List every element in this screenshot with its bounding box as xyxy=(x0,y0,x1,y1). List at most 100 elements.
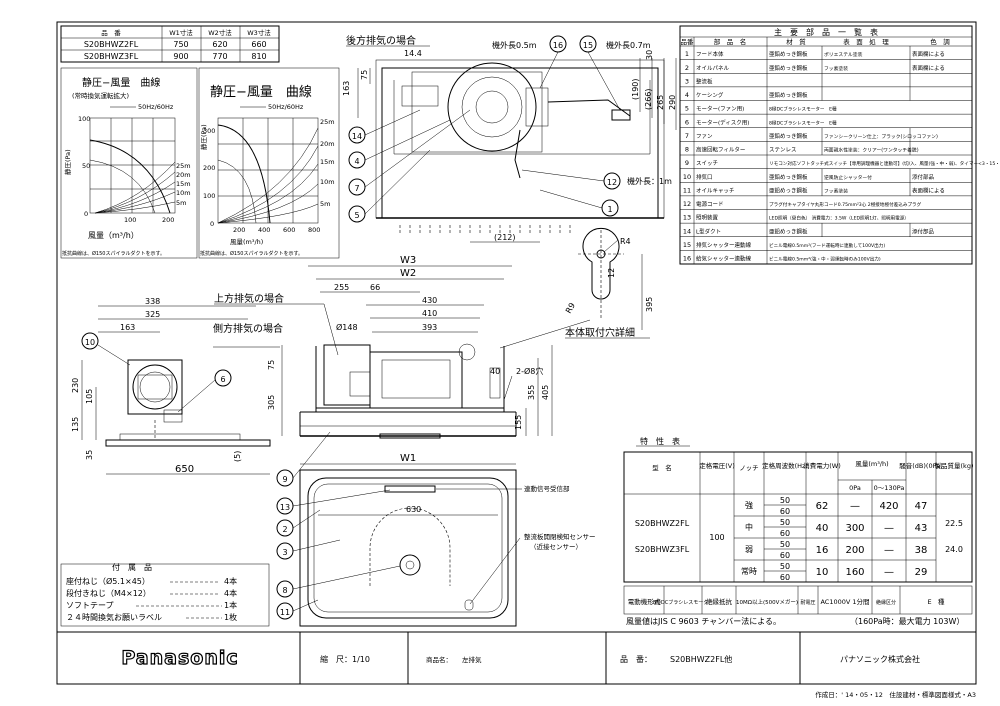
part-number-cell: 7 xyxy=(685,132,689,140)
part-name-cell: オイルキャッチ xyxy=(696,187,735,194)
part-name-cell: ケーシング xyxy=(696,91,724,99)
drawing-label: 200 xyxy=(233,226,245,234)
part-name-cell: 給気シャッター連動線 xyxy=(696,255,752,263)
drawing-label: 2 xyxy=(282,525,287,534)
drawing-label: 900 xyxy=(173,52,188,61)
drawing-label: 絶縁区分 xyxy=(876,599,896,606)
curve-small-ylabel: 静圧(Pa) xyxy=(63,149,72,175)
drawing-label: 3 xyxy=(282,548,287,557)
drawing-label: 800 xyxy=(308,226,320,234)
part-number-cell: 13 xyxy=(683,214,691,222)
drawing-label: 25m xyxy=(176,162,191,170)
part-material-cell: ステンレス xyxy=(769,147,797,154)
part-material-cell: 亜鉛めっき鋼板 xyxy=(769,91,808,99)
drawing-label: 650 xyxy=(175,464,194,475)
part-number-cell: 8 xyxy=(685,146,689,154)
drawing-label: W3 xyxy=(400,255,416,266)
sensor-signal-label: 連動信号受信部 xyxy=(524,484,570,493)
drawing-label: 15m xyxy=(176,180,191,188)
drawing-label: 22.5 xyxy=(945,519,963,528)
drawing-label: 100 xyxy=(124,216,136,224)
cable-12-length: 機外長：1m xyxy=(627,176,672,186)
drawing-label: 6 xyxy=(220,375,225,384)
drawing-label: 40 xyxy=(490,367,500,376)
drawing-label: 縮 尺： xyxy=(320,654,352,664)
drawing-label: 660 xyxy=(251,40,266,49)
spec-table: 特 性 表 型 名 定格電圧(V) ノッチ 定格周波数(Hz) 消費電力(W) … xyxy=(623,436,973,626)
drawing-label: 10MΩ以上(500Vメガー) xyxy=(736,598,798,606)
part-material-cell: プラグ付キャブタイヤ丸形コード0.75mm²3心 2極接地極付差込みプラグ xyxy=(769,201,922,208)
part-material-cell: LED照明（昼白色） 消費電力：3.5W（LED照明1灯、照明用電源） xyxy=(769,215,909,222)
part-number-cell: 15 xyxy=(683,241,691,249)
side-view: 338 325 163 側方排気の場合 230 105 135 35 650 (… xyxy=(71,297,283,475)
freq-60-cell: 60 xyxy=(780,573,790,582)
drawing-label: 座付ねじ（Ø5.1×45） xyxy=(66,576,150,586)
top-exhaust-label: 上方排気の場合 xyxy=(214,292,284,305)
drawing-label: 色 調 xyxy=(930,37,950,46)
part-material-cell: ビニル電線0.5mm²(フード運転時に連動して100V出力) xyxy=(769,242,885,249)
part-name-cell: スイッチ xyxy=(696,160,718,167)
drawing-label: 100 xyxy=(709,533,724,542)
drawing-label: （近接センサー） xyxy=(530,542,582,551)
power-cell: 40 xyxy=(816,523,829,534)
drawing-label: 0 xyxy=(84,210,88,218)
part-material-cell: 亜鉛めっき鋼板 xyxy=(769,186,808,194)
drawing-label: R4 xyxy=(620,237,631,246)
spec-title: 特 性 表 xyxy=(640,436,680,446)
drawing-label: 50 xyxy=(82,162,90,170)
part-number-cell: 5 xyxy=(685,105,689,113)
drawing-label: 15 xyxy=(583,41,593,50)
drawing-label: 4 xyxy=(354,157,359,166)
drawing-label: (266) xyxy=(644,88,653,110)
drawing-label: 10m xyxy=(320,178,335,186)
drawing-label: 1本 xyxy=(224,600,237,610)
part-name-cell: モーター(ファン用) xyxy=(696,105,744,113)
drawing-label: 5 xyxy=(354,211,359,220)
curve-large-title: 静圧−風量 曲線 xyxy=(210,84,312,100)
drawing-label: 段付きねじ（M4×12） xyxy=(66,588,151,598)
drawing-label: 騒音(dB)(0Pa) xyxy=(899,461,942,470)
drawing-label: 200 xyxy=(203,164,215,172)
creation-date: 作成日：' 14・05・12 住設建材・標準図面様式・A3 xyxy=(815,690,976,699)
drawing-label: 風量(m³/h) xyxy=(855,460,888,468)
air-0pa-cell: 160 xyxy=(845,567,864,578)
part-number-cell: 4 xyxy=(685,91,689,99)
freq-60-cell: 60 xyxy=(780,551,790,560)
part-number-cell: 2 xyxy=(685,64,689,72)
drawing-label: W2 xyxy=(400,268,416,279)
part-color-cell: 表面欄による xyxy=(912,64,945,72)
drawing-label: 8極DCブラシレスモーター xyxy=(653,599,713,606)
part-material-cell: 8極DCブラシレスモーター E種 xyxy=(769,106,837,113)
drawing-label: 750 xyxy=(173,40,188,49)
drawing-label: 15m xyxy=(320,158,335,166)
accessories-title: 付 属 品 xyxy=(112,562,152,572)
part-name-cell: 電源コード xyxy=(696,200,724,208)
air-130pa-cell: — xyxy=(884,567,894,578)
freq-60-cell: 60 xyxy=(780,529,790,538)
title-block: Panasonic 縮 尺： 1/10 商品名： 左排気 品 番： S20BHW… xyxy=(121,632,920,684)
cable-16-length: 機外長0.5m xyxy=(492,40,537,50)
model-header-part: 品 番 xyxy=(101,29,121,37)
drawing-label: 0Pa xyxy=(849,484,861,492)
drawing-label: 4本 xyxy=(224,588,237,598)
power-cell: 16 xyxy=(816,545,829,556)
drawing-label: 部 品 名 xyxy=(714,37,747,46)
part-finish-cell: ポリエステル塗装 xyxy=(824,51,863,58)
curve-small-title: 静圧−風量 曲線 xyxy=(82,76,160,89)
notch-cell: 弱 xyxy=(745,545,753,554)
drawing-label: 400 xyxy=(258,226,270,234)
drawing-label: 耐電圧 xyxy=(800,599,815,606)
drawing-label: 66 xyxy=(370,283,380,292)
drawing-label: 290 xyxy=(668,95,677,110)
proximity-sensor-label: 整流板開閉検知センサー xyxy=(524,532,596,541)
noise-cell: 29 xyxy=(915,567,928,578)
drawing-label: 1 xyxy=(607,205,612,214)
part-material-cell: 亜鉛めっき鋼板 xyxy=(769,173,808,181)
drawing-label: 600 xyxy=(283,226,295,234)
side-exhaust-label: 側方排気の場合 xyxy=(213,322,283,335)
freq-50-cell: 50 xyxy=(780,562,790,571)
drawing-label: E 種 xyxy=(927,598,945,606)
drawing-label: 325 xyxy=(145,310,160,319)
drawing-label: 10m xyxy=(176,189,191,197)
